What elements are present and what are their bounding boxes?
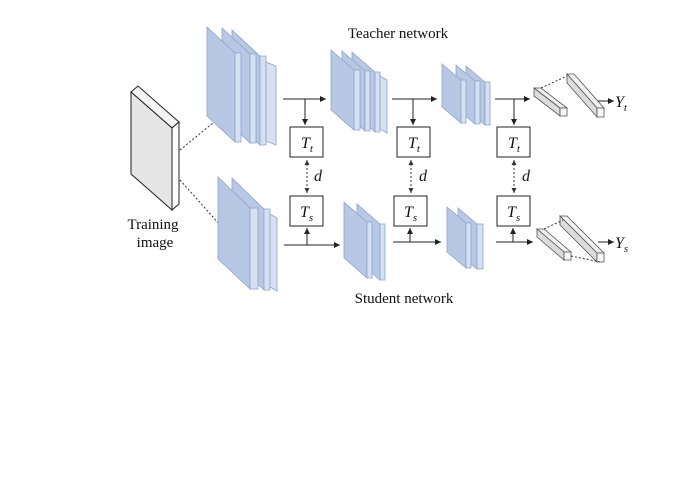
teacher-output-vector (532, 72, 605, 119)
teacher-transform-box-2 (396, 126, 431, 158)
teacher-output-label: Yt (615, 94, 628, 114)
teacher-feature-map-stage3 (441, 63, 491, 126)
teacher-transform-box-1 (289, 126, 324, 158)
student-transform-label-3: Ts (507, 204, 520, 224)
training-image-label-line1: Training (127, 217, 179, 233)
student-transform-label-1: Ts (300, 204, 313, 224)
student-feature-map-stage1 (217, 176, 278, 292)
teacher-feature-map-stage2 (330, 49, 388, 134)
student-transform-box-3 (496, 195, 531, 227)
student-transform-label-2: Ts (404, 204, 417, 224)
student-network-title: Student network (355, 291, 454, 307)
teacher-feature-map-stage1 (206, 26, 277, 146)
teacher-network-title: Teacher network (348, 26, 449, 42)
student-transform-box-2 (393, 195, 428, 227)
training-image (130, 85, 180, 212)
student-output-label: Ys (615, 235, 628, 255)
teacher-transform-label-2: Tt (408, 135, 421, 155)
student-output-vector (535, 215, 605, 263)
teacher-transform-label-3: Tt (508, 135, 521, 155)
student-feature-map-stage3 (446, 206, 484, 270)
distance-label-1: d (314, 168, 323, 185)
distance-label-2: d (419, 168, 428, 185)
teacher-transform-label-1: Tt (301, 135, 314, 155)
student-transform-box-1 (289, 195, 324, 227)
student-feature-map-stage2 (343, 201, 386, 281)
distance-label-3: d (522, 168, 531, 185)
training-image-label-line2: image (137, 235, 174, 251)
teacher-transform-box-3 (496, 126, 531, 158)
